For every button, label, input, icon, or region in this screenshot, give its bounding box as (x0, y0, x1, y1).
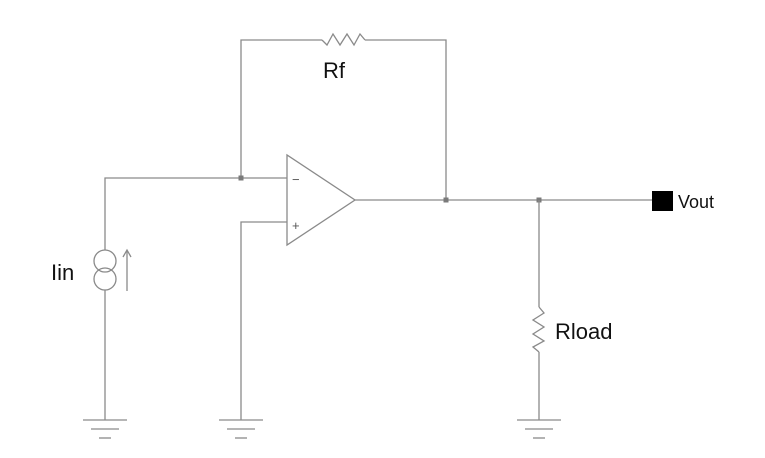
inverting-pin-label: − (292, 172, 300, 187)
rf-label: Rf (323, 58, 346, 83)
op-amp (286, 153, 357, 247)
rf-resistor (321, 32, 366, 47)
inverting-input-wire (104, 177, 287, 250)
noninverting-pin-label: + (292, 218, 300, 233)
ground-symbol-opamp (219, 419, 263, 439)
junction-node-feedback-output (443, 197, 449, 203)
rload-resistor (531, 306, 546, 353)
vout-terminal (652, 191, 673, 211)
feedback-wire-right (365, 39, 447, 200)
current-source-arrow-head (122, 248, 132, 258)
feedback-wire-left (240, 39, 322, 178)
iin-label: Iin (51, 260, 74, 285)
current-source-top-circle (93, 249, 117, 273)
junction-node-feedback-input (238, 175, 244, 181)
noninverting-input-wire (240, 221, 287, 420)
vout-label: Vout (678, 192, 714, 212)
ground-symbol-source (83, 419, 127, 439)
current-source-bottom-circle (93, 267, 117, 291)
ground-symbol-load (517, 419, 561, 439)
rload-label: Rload (555, 319, 612, 344)
